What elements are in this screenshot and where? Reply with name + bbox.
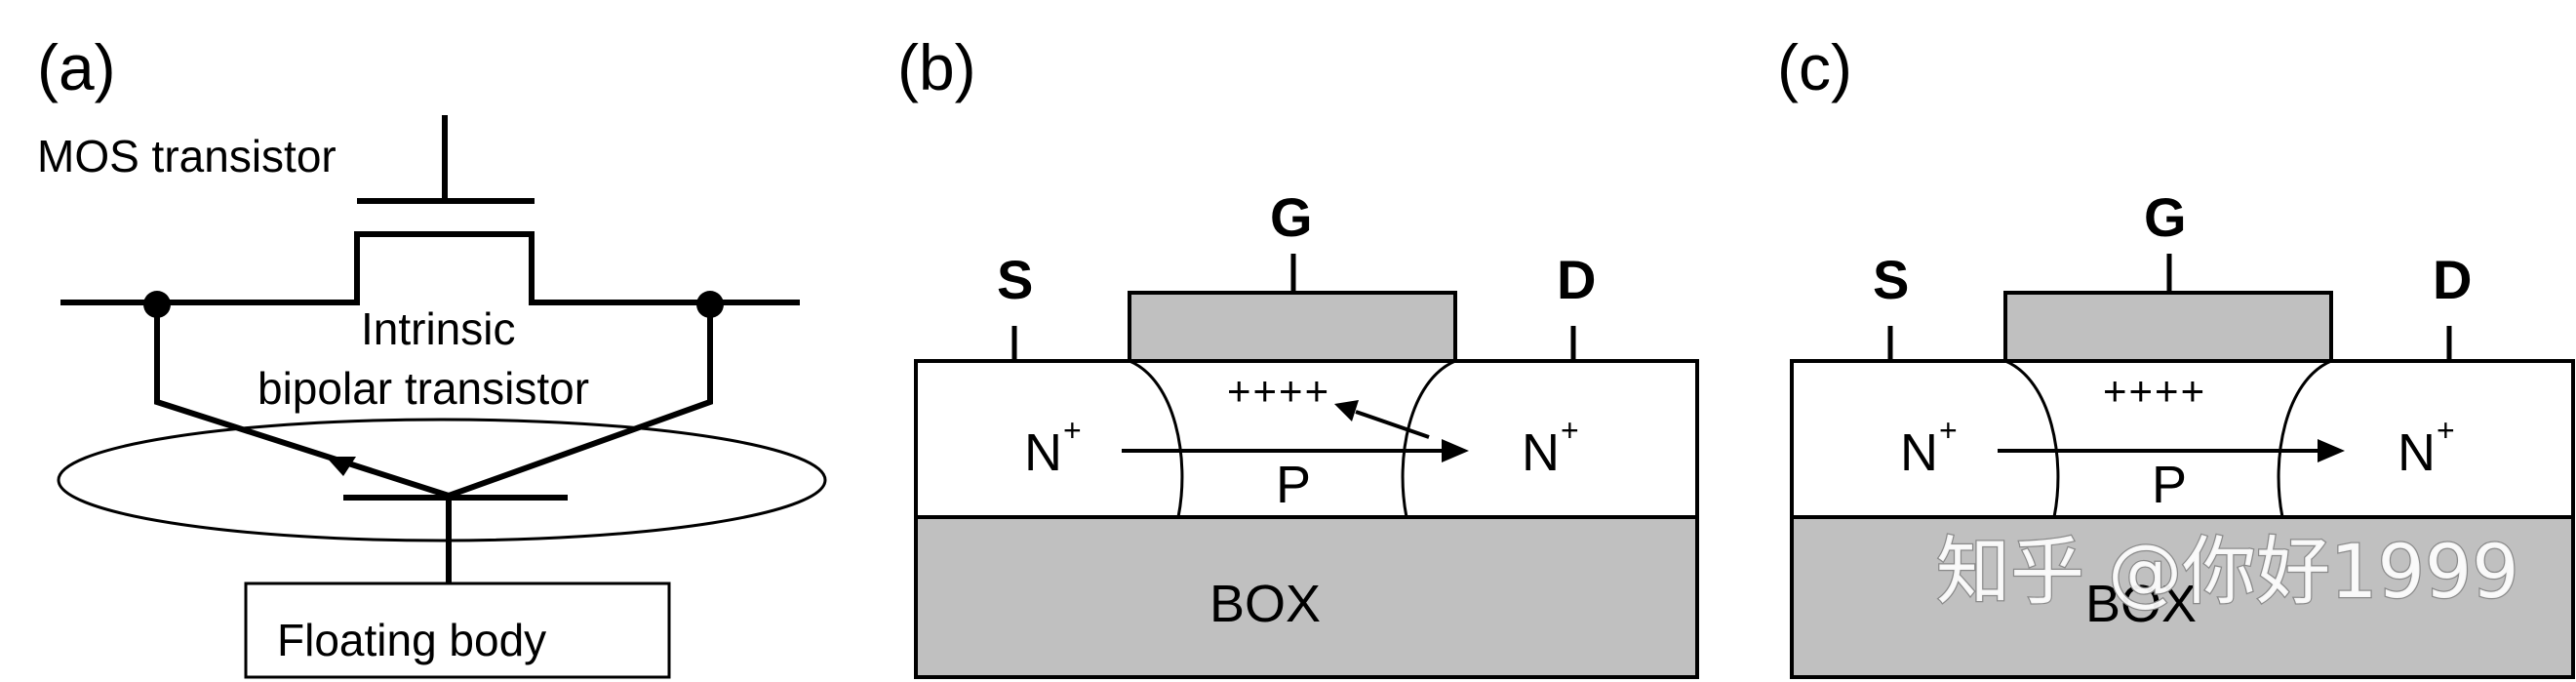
source-region-sup-c: + <box>1939 413 1958 448</box>
gate-electrode-c <box>2003 291 2333 363</box>
electron-flow-arrowhead <box>1442 439 1469 462</box>
floating-body-box <box>244 582 671 679</box>
silicon-film-c <box>1790 359 2575 519</box>
bipolar-emitter-branch <box>154 304 450 499</box>
buried-oxide-c <box>1790 515 2575 679</box>
electron-flow-arrowhead-c <box>2318 439 2345 462</box>
drain-terminal-label: D <box>1557 249 1596 310</box>
drain-terminal-label-c: D <box>2433 249 2472 310</box>
source-terminal-label-c: S <box>1873 249 1909 310</box>
body-region-label: P <box>1276 456 1311 514</box>
drain-junction <box>1401 359 1456 518</box>
gate-electrode <box>1128 291 1457 363</box>
hole-charges-c: ++++ <box>2103 368 2206 414</box>
bipolar-ellipse <box>57 418 827 542</box>
box-label: BOX <box>1209 575 1321 633</box>
panel-c-label: (c) <box>1777 31 1852 103</box>
bipolar-label-line1: Intrinsic <box>361 303 515 354</box>
bipolar-label-line2: bipolar transistor <box>258 363 589 414</box>
panel-a: (a) MOS transistor Intrinsic bipolar tra… <box>37 31 827 679</box>
box-label-c: BOX <box>2085 575 2197 633</box>
panel-c: (c) S G D BOX N + N + P ++++ 知乎 @你好1999 <box>1777 31 2575 679</box>
watermark: 知乎 @你好1999 <box>1936 528 2519 615</box>
source-region-sup: + <box>1063 413 1082 448</box>
emitter-arrow <box>326 457 356 476</box>
source-junction-c <box>2004 359 2060 518</box>
source-region-label-c: N <box>1900 423 1938 482</box>
panel-b: (b) S G D BOX N + N + P ++++ <box>897 31 1699 679</box>
panel-b-label: (b) <box>897 31 976 103</box>
source-junction <box>1129 359 1184 518</box>
source-terminal-label: S <box>997 249 1033 310</box>
hole-charges: ++++ <box>1227 368 1330 414</box>
gate-terminal-label: G <box>1270 186 1313 248</box>
drain-region-label-c: N <box>2398 423 2436 482</box>
source-region-label: N <box>1024 423 1062 482</box>
floating-body-label: Floating body <box>277 615 546 665</box>
impact-ionization-arrowhead <box>1334 400 1359 421</box>
panel-a-label: (a) <box>37 31 116 103</box>
mos-transistor-label: MOS transistor <box>37 131 337 181</box>
drain-region-label: N <box>1522 423 1560 482</box>
drain-region-sup: + <box>1561 413 1579 448</box>
impact-ionization-line <box>1355 410 1430 439</box>
buried-oxide <box>914 515 1699 679</box>
bipolar-collector-branch <box>447 304 713 499</box>
mos-channel <box>60 231 800 305</box>
body-region-label-c: P <box>2152 456 2187 514</box>
drain-region-sup-c: + <box>2437 413 2455 448</box>
drain-junction-c <box>2277 359 2332 518</box>
gate-terminal-label-c: G <box>2144 186 2187 248</box>
